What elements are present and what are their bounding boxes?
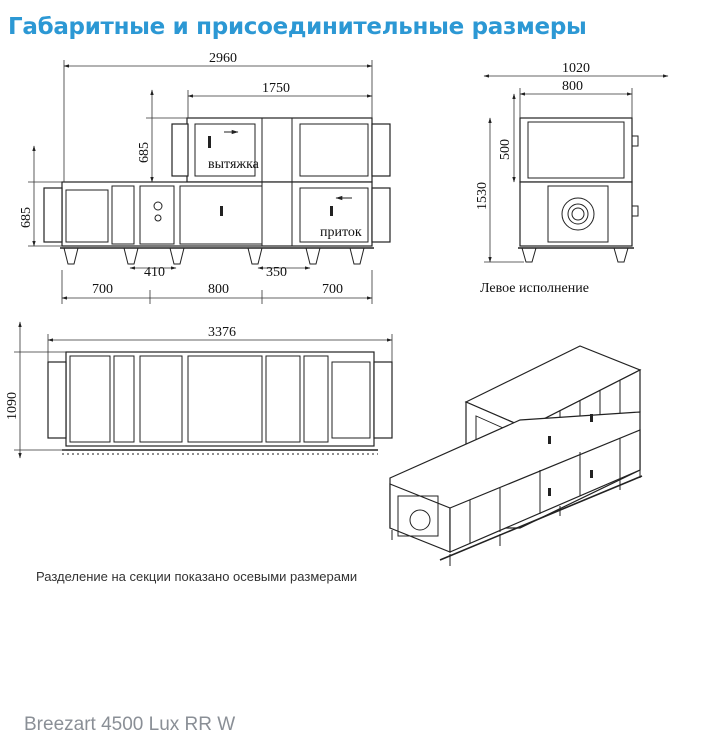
front-view: вытяжка приток 2960 1750 685 685 410 350… (19, 51, 391, 304)
dim-1530: 1530 (475, 182, 490, 210)
dim-1750: 1750 (262, 81, 290, 96)
side-view: 1020 800 500 1530 Левое исполнение (475, 61, 669, 296)
isometric-view (389, 345, 643, 566)
dim-500: 500 (498, 139, 513, 160)
side-label: Левое исполнение (480, 281, 589, 296)
dim-700-left: 700 (92, 282, 113, 297)
dim-410: 410 (144, 265, 165, 280)
page-title: Габаритные и присоединительные размеры (8, 14, 587, 40)
dim-800-side: 800 (562, 79, 583, 94)
dim-3376: 3376 (208, 325, 236, 340)
section-caption: Разделение на секции показано осевыми ра… (36, 569, 357, 584)
plan-view: 3376 1090 (5, 321, 393, 459)
dim-1090: 1090 (5, 392, 20, 420)
dim-700-right: 700 (322, 282, 343, 297)
dim-685-lower: 685 (19, 207, 34, 228)
dim-800: 800 (208, 282, 229, 297)
dim-1020: 1020 (562, 61, 590, 76)
dim-2960: 2960 (209, 51, 237, 66)
model-name: Breezart 4500 Lux RR W (24, 714, 236, 735)
exhaust-label: вытяжка (208, 157, 260, 172)
dim-685-upper: 685 (137, 142, 152, 163)
dim-350: 350 (266, 265, 287, 280)
supply-label: приток (320, 225, 362, 240)
